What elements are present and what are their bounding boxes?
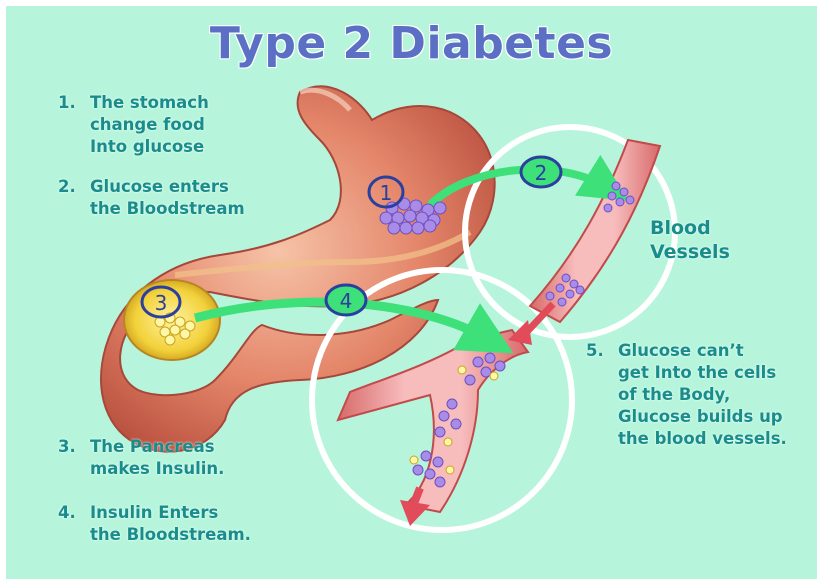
step-1-line-1: The stomach bbox=[90, 93, 209, 112]
marker-1-label: 1 bbox=[380, 181, 393, 205]
step-2-line-2: the Bloodstream bbox=[58, 198, 245, 220]
marker-2: 2 bbox=[521, 157, 561, 187]
step-5-line-2: get Into the cells bbox=[586, 362, 787, 384]
step-1-number: 1. bbox=[58, 92, 90, 114]
step-3-number: 3. bbox=[58, 436, 90, 458]
blood-vessels-label-line-1: Blood bbox=[650, 216, 730, 240]
blood-vessels-label-line-2: Vessels bbox=[650, 240, 730, 264]
marker-3-label: 3 bbox=[155, 291, 168, 315]
step-5-line-4: Glucose builds up bbox=[586, 406, 787, 428]
marker-2-label: 2 bbox=[535, 161, 548, 185]
step-5-line-1: Glucose can’t bbox=[618, 341, 744, 360]
marker-4-label: 4 bbox=[340, 289, 353, 313]
step-2-number: 2. bbox=[58, 176, 90, 198]
step-5-number: 5. bbox=[586, 340, 618, 362]
blood-vessels-label: Blood Vessels bbox=[650, 216, 730, 264]
step-4-line-2: the Bloodstream. bbox=[58, 524, 251, 546]
step-5: 5.Glucose can’t get Into the cells of th… bbox=[586, 340, 787, 450]
step-1-line-3: Into glucose bbox=[58, 136, 209, 158]
step-3-line-1: The Pancreas bbox=[90, 437, 215, 456]
step-4: 4.Insulin Enters the Bloodstream. bbox=[58, 502, 251, 546]
page-title: Type 2 Diabetes bbox=[0, 18, 823, 69]
step-4-line-1: Insulin Enters bbox=[90, 503, 218, 522]
step-3-line-2: makes Insulin. bbox=[58, 458, 224, 480]
step-1: 1.The stomach change food Into glucose bbox=[58, 92, 209, 158]
step-1-line-2: change food bbox=[58, 114, 209, 136]
step-4-number: 4. bbox=[58, 502, 90, 524]
step-5-line-3: of the Body, bbox=[586, 384, 787, 406]
step-5-line-5: the blood vessels. bbox=[586, 428, 787, 450]
marker-4: 4 bbox=[326, 285, 366, 315]
step-2-line-1: Glucose enters bbox=[90, 177, 229, 196]
step-2: 2.Glucose enters the Bloodstream bbox=[58, 176, 245, 220]
step-3: 3.The Pancreas makes Insulin. bbox=[58, 436, 224, 480]
